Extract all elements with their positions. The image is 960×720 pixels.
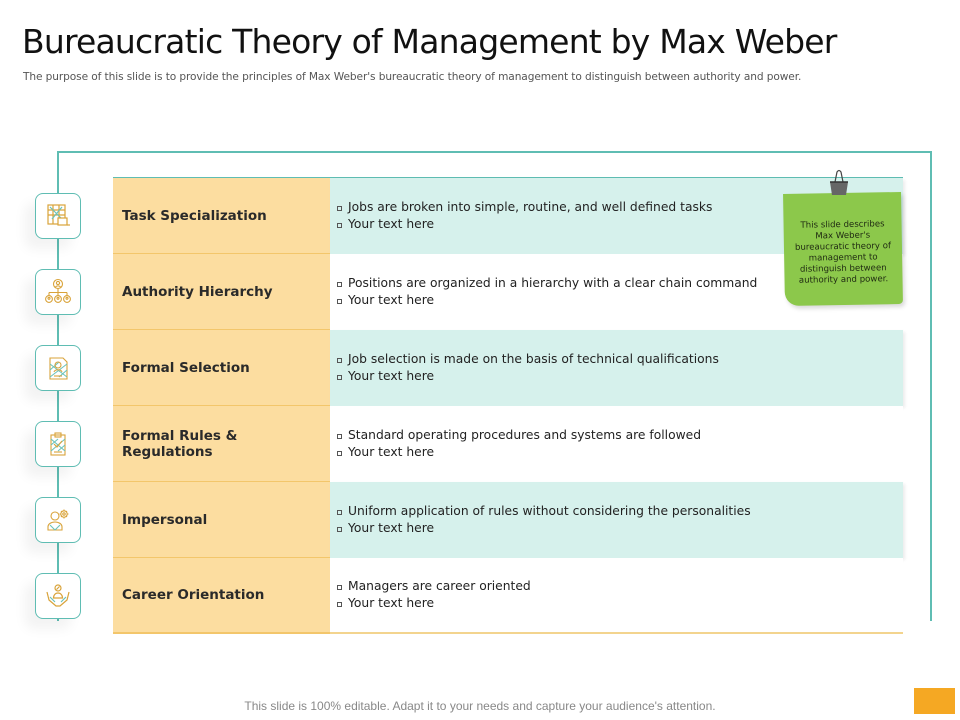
list-item: Uniform application of rules without con…	[337, 503, 903, 520]
list-item: Your text here	[337, 444, 903, 461]
list-item: Your text here	[337, 292, 903, 309]
bullet-icon	[337, 601, 342, 607]
frame-right-border	[930, 151, 932, 621]
bullet-icon	[337, 205, 342, 211]
row-label: Formal Selection	[113, 330, 330, 406]
list-item: Your text here	[337, 520, 903, 537]
task-specialization-icon	[35, 193, 81, 239]
career-hands-person-icon	[35, 573, 81, 619]
bullet-icon	[337, 433, 342, 439]
formal-selection-icon	[35, 345, 81, 391]
row-description: Uniform application of rules without con…	[330, 482, 903, 558]
list-item: Jobs are broken into simple, routine, an…	[337, 199, 903, 216]
authority-hierarchy-icon	[35, 269, 81, 315]
corner-accent	[914, 688, 955, 714]
sticky-note: This slide describes Max Weber's bureauc…	[783, 191, 903, 307]
bullet-icon	[337, 450, 342, 456]
row-description: Standard operating procedures and system…	[330, 406, 903, 482]
bullet-icon	[337, 357, 342, 363]
bullet-icon	[337, 509, 342, 515]
row-label: Career Orientation	[113, 558, 330, 634]
clipboard-rules-icon	[35, 421, 81, 467]
bullet-icon	[337, 526, 342, 532]
list-item: Standard operating procedures and system…	[337, 427, 903, 444]
list-item: Managers are career oriented	[337, 578, 903, 595]
slide-title: Bureaucratic Theory of Management by Max…	[22, 22, 837, 61]
bullet-icon	[337, 374, 342, 380]
table-row: Impersonal Uniform application of rules …	[113, 482, 903, 558]
impersonal-gear-person-icon	[35, 497, 81, 543]
row-label: Task Specialization	[113, 178, 330, 254]
sticky-note-text: This slide describes Max Weber's bureauc…	[794, 219, 892, 286]
table-row: Formal Rules & Regulations Standard oper…	[113, 406, 903, 482]
row-label: Authority Hierarchy	[113, 254, 330, 330]
table-row: Formal Selection Job selection is made o…	[113, 330, 903, 406]
binder-clip-icon	[830, 169, 848, 195]
table-row: Career Orientation Managers are career o…	[113, 558, 903, 634]
bullet-icon	[337, 222, 342, 228]
list-item: Job selection is made on the basis of te…	[337, 351, 903, 368]
slide-subtitle: The purpose of this slide is to provide …	[23, 71, 802, 83]
row-label: Impersonal	[113, 482, 330, 558]
row-description: Job selection is made on the basis of te…	[330, 330, 903, 406]
list-item: Your text here	[337, 368, 903, 385]
list-item: Positions are organized in a hierarchy w…	[337, 275, 903, 292]
frame-top-border	[57, 151, 932, 153]
list-item: Your text here	[337, 595, 903, 612]
row-description: Managers are career oriented Your text h…	[330, 558, 903, 634]
bullet-icon	[337, 584, 342, 590]
row-label: Formal Rules & Regulations	[113, 406, 330, 482]
bullet-icon	[337, 281, 342, 287]
footer-note: This slide is 100% editable. Adapt it to…	[244, 699, 716, 713]
list-item: Your text here	[337, 216, 903, 233]
bullet-icon	[337, 298, 342, 304]
